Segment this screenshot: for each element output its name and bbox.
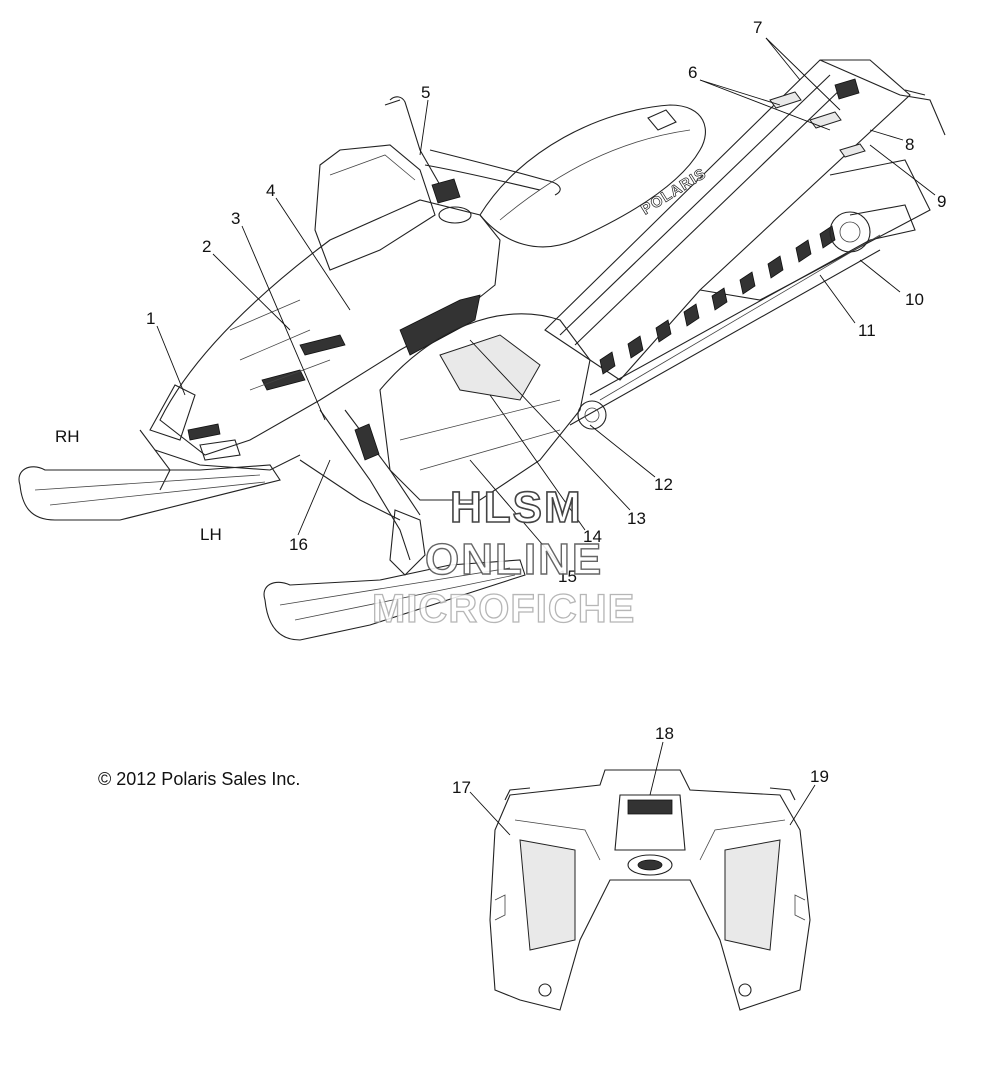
callout-6: 6: [688, 63, 697, 82]
callout-19: 19: [810, 767, 829, 786]
leader-lines: [156, 37, 936, 836]
track-lugs: [599, 225, 836, 375]
callout-16: 16: [289, 535, 308, 554]
callout-7: 7: [753, 18, 762, 37]
tunnel-and-track: [544, 59, 946, 430]
callout-4: 4: [266, 181, 275, 200]
callout-9: 9: [937, 192, 946, 211]
callout-10: 10: [905, 290, 924, 309]
copyright-notice: © 2012 Polaris Sales Inc.: [98, 769, 300, 789]
callout-8: 8: [905, 135, 914, 154]
watermark-line-1: HLSM: [450, 483, 583, 532]
right-hand-side-label: RH: [55, 427, 80, 446]
watermark: HLSM ONLINE MICROFICHE: [371, 482, 635, 631]
callout-13: 13: [627, 509, 646, 528]
callout-17: 17: [452, 778, 471, 797]
watermark-line-3: MICROFICHE: [372, 587, 635, 631]
callout-14: 14: [583, 527, 602, 546]
callout-labels: 1 2 3 4 5 6 7 8 9 10 11 12 13 14 15 16 1…: [146, 18, 946, 797]
callout-3: 3: [231, 209, 240, 228]
callout-2: 2: [202, 237, 211, 256]
hood-and-side-panels: [149, 144, 591, 501]
left-ski: [263, 559, 526, 641]
callout-5: 5: [421, 83, 430, 102]
brand-mark-text: POLARIS: [638, 165, 709, 218]
seat: POLARIS: [479, 104, 710, 248]
callout-12: 12: [654, 475, 673, 494]
hood-detail-illustration: [489, 769, 811, 1011]
watermark-line-2: ONLINE: [425, 535, 603, 584]
front-suspension: [139, 409, 426, 576]
callout-1: 1: [146, 309, 155, 328]
right-ski: [18, 464, 281, 521]
left-hand-side-label: LH: [200, 525, 222, 544]
callout-11: 11: [858, 321, 876, 340]
callout-18: 18: [655, 724, 674, 743]
callout-15: 15: [558, 567, 577, 586]
handlebar-assembly: [384, 96, 561, 224]
